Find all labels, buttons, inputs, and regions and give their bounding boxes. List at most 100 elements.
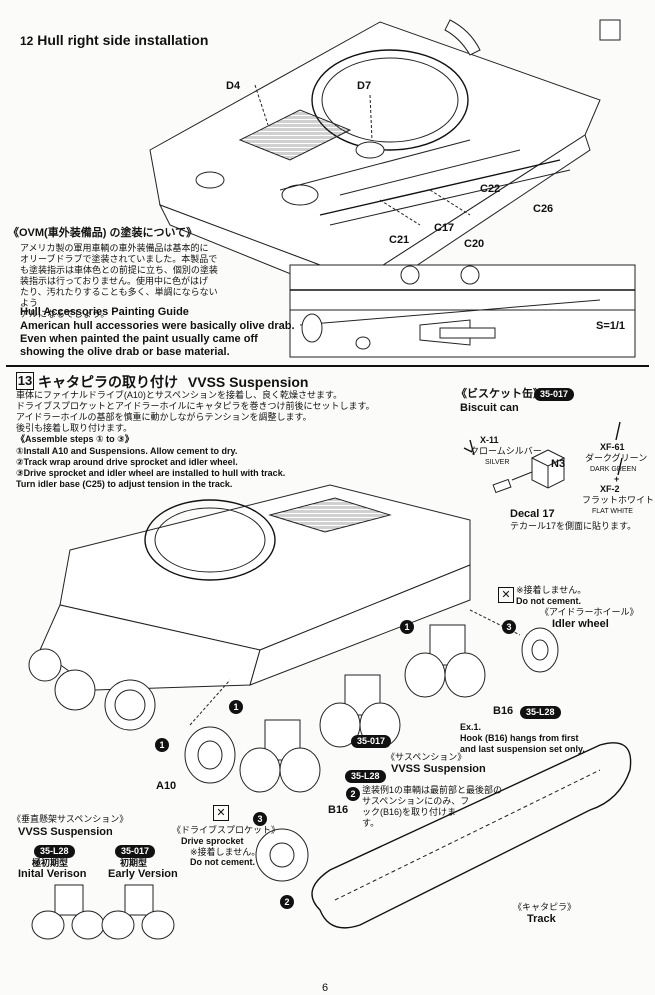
note2-line: サスペンションにのみ、フ xyxy=(362,796,470,806)
ovm-jp-title: 《OVM(車外装備品) の塗装について》 xyxy=(8,227,198,239)
scale-label: S=1/1 xyxy=(596,320,626,332)
step13-title-en: VVSS Suspension xyxy=(187,374,309,390)
paint-x11-en: SILVER xyxy=(485,459,510,466)
paint-xf61-en: DARK GREEN xyxy=(590,466,637,473)
susp-en: VVSS Suspension xyxy=(391,763,486,775)
sprocket-note-jp: ※接着しません。 xyxy=(190,847,261,857)
step-circle-2: 2 xyxy=(346,787,360,801)
step13-jp-text: 車体にファイナルドライブ(A10)とサスペンションを接着し、良く乾燥させます。 … xyxy=(16,390,375,434)
no-cement-icon: ✕ xyxy=(498,587,514,603)
biscuit-can-illustration xyxy=(463,421,623,494)
ex-title: Ex.1. xyxy=(460,722,482,732)
early-en: Early Version xyxy=(108,868,178,880)
initial-tag: 35-L28 xyxy=(34,845,75,858)
paint-xf61-code: XF-61 xyxy=(600,442,625,452)
step12-hull-illustration xyxy=(149,19,636,358)
step13-jp-line: 後引も接着し取り付けます。 xyxy=(16,423,133,433)
early-jp: 初期型 xyxy=(120,858,148,868)
step12-heading: 12 Hull right side installation xyxy=(20,32,208,48)
step13-jp-line: 車体にファイナルドライブ(A10)とサスペンションを接着し、良く乾燥させます。 xyxy=(16,390,343,400)
reference-suspension-early xyxy=(101,884,175,940)
vertical-jp: 《垂直懸架サスペンション》 xyxy=(12,814,129,824)
page-number: 6 xyxy=(322,982,329,994)
ovm-en-line: showing the olive drab or base material. xyxy=(20,346,230,358)
ovm-en-line: Even when painted the paint usually came… xyxy=(20,333,258,345)
early-tag: 35-017 xyxy=(115,845,156,858)
step13-number: 13 xyxy=(16,372,34,390)
note2-line: ック(B16)を取り付けま xyxy=(362,807,457,817)
biscuit-en: Biscuit can xyxy=(460,402,519,414)
step13-jp-line: アイドラーホイルの基部を慎重に動かしながらテンションを調整します。 xyxy=(16,412,312,422)
track-en: Track xyxy=(527,913,556,925)
part-label-c17: C17 xyxy=(434,222,455,234)
b16-label: B16 xyxy=(493,705,514,717)
part-label-c21: C21 xyxy=(389,234,410,246)
paint-xf2-code: XF-2 xyxy=(600,484,620,494)
ex-line: and last suspension set only. xyxy=(460,744,585,754)
idler-note-jp: ※接着しません。 xyxy=(516,585,587,595)
paint-xf2-jp: フラットホワイト xyxy=(582,495,655,505)
step-circle-3: 3 xyxy=(253,812,267,826)
step-circle-1: 1 xyxy=(400,620,414,634)
assemble-steps: ①Install A10 and Suspensions. Allow ceme… xyxy=(16,446,285,490)
no-cement-icon: ✕ xyxy=(213,805,229,821)
part-label-d4: D4 xyxy=(226,80,241,92)
step-circle-3: 3 xyxy=(502,620,516,634)
decal-jp: テカール17を側面に貼ります。 xyxy=(510,521,637,531)
b16-label2: B16 xyxy=(328,804,349,816)
ovm-jp-line: アルになるでしょう。 xyxy=(20,309,110,319)
decal-en: Decal 17 xyxy=(510,508,555,520)
ovm-jp-line: アメリカ製の軍用車輌の車外装備品は基本的に xyxy=(20,243,209,253)
paint-xf61-jp: ダークグリーン xyxy=(585,453,648,463)
sprocket-jp: 《ドライブスプロケット》 xyxy=(172,825,281,835)
idler-en: Idler wheel xyxy=(552,618,609,630)
susp-jp: 《サスペンション》 xyxy=(386,752,467,762)
suspension-unit xyxy=(239,719,321,793)
ovm-en-line: American hull accessories were basically… xyxy=(20,320,295,332)
assemble-title: 《Assemble steps ① to ③》 xyxy=(16,434,134,444)
ex-line: Hook (B16) hangs from first xyxy=(460,733,579,743)
step13-title: キャタピラの取り付け VVSS Suspension xyxy=(38,372,308,392)
assemble-step: ③Drive sprocket and idler wheel are inst… xyxy=(16,468,286,478)
paint-n3: N3 xyxy=(551,458,566,470)
paint-x11-code: X-11 xyxy=(480,435,499,445)
idler-jp: 《アイドラーホイール》 xyxy=(540,607,639,617)
step12-title: Hull right side installation xyxy=(37,32,209,48)
tag-l28: 35-L28 xyxy=(345,770,386,783)
step-circle-2: 2 xyxy=(280,895,294,909)
ovm-jp-line: オリーブドラブで塗装されていました。本製品で xyxy=(20,254,218,264)
suspension-unit xyxy=(404,624,486,698)
susp-tag: 35-017 xyxy=(351,735,392,748)
note2-line: す。 xyxy=(362,818,380,828)
part-label-d7: D7 xyxy=(357,80,372,92)
ovm-jp-line: も塗装指示は車体色との前提に立ち、個別の塗装 xyxy=(20,265,218,275)
track-jp: 《キャタピラ》 xyxy=(513,902,577,912)
step12-number: 12 xyxy=(20,34,34,48)
biscuit-jp: 《ビスケット缶》 xyxy=(456,388,544,400)
part-label-c26: C26 xyxy=(533,203,554,215)
part-label-c22: C22 xyxy=(480,183,501,195)
sprocket-en: Drive sprocket xyxy=(181,836,244,846)
paint-xf2-en: FLAT WHITE xyxy=(592,508,633,515)
ovm-en-text: American hull accessories were basically… xyxy=(20,320,295,359)
b16-tag: 35-L28 xyxy=(520,706,561,719)
idler-note-en: Do not cement. xyxy=(516,596,582,606)
step13-hull-illustration xyxy=(28,484,632,940)
part-label-c20: C20 xyxy=(464,238,485,250)
biscuit-tag: 35-017 xyxy=(534,388,575,401)
initial-jp: 極初期型 xyxy=(32,858,69,868)
ovm-jp-line: たり、汚れたりすることも多く、単調にならないよう xyxy=(20,287,218,308)
ex-text: Hook (B16) hangs from first and last sus… xyxy=(460,733,585,755)
initial-en: Inital Verison xyxy=(18,868,87,880)
vertical-en: VVSS Suspension xyxy=(18,826,113,838)
reference-suspension-initial xyxy=(31,884,105,940)
ovm-jp-text: アメリカ製の軍用車輌の車外装備品は基本的に オリーブドラブで塗装されていました。… xyxy=(20,243,220,320)
ovm-en-title: Hull Accessories Painting Guide xyxy=(20,306,189,318)
a10-label: A10 xyxy=(156,780,177,792)
step13-title-jp: キャタピラの取り付け xyxy=(38,374,178,390)
assemble-step: Turn idler base (C25) to adjust tension … xyxy=(16,479,233,489)
note2-line: 塗装例1の車輌は最前部と最後部の xyxy=(362,785,503,795)
ovm-jp-line: 装指示は行っておりません。使用中に色がはげ xyxy=(20,276,209,286)
step-circle-1: 1 xyxy=(229,700,243,714)
